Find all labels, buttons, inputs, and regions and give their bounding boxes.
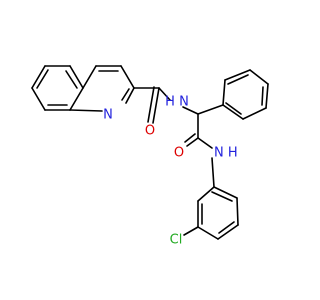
bond: [186, 137, 199, 147]
bond: [249, 69, 269, 85]
bond: [197, 104, 224, 115]
bond: [36, 69, 49, 89]
bonds: [31, 65, 269, 240]
atom-labels: N H N O O N H Cl: [103, 95, 238, 248]
bond: [197, 186, 215, 202]
amide-nitrogen-label: H N: [165, 95, 189, 110]
bond: [217, 224, 239, 240]
bond: [65, 70, 78, 89]
bond: [158, 87, 171, 101]
chlorine-label: Cl: [170, 233, 183, 248]
bond: [182, 106, 199, 115]
bond: [211, 191, 233, 202]
bond: [125, 87, 135, 104]
structure-diagram: N H N O O N H Cl: [31, 65, 269, 248]
bond: [213, 186, 238, 199]
bond: [225, 102, 242, 115]
bond: [218, 221, 235, 234]
bond: [224, 69, 251, 81]
bond: [227, 74, 249, 85]
carbonyl-oxygen-label-2: O: [174, 146, 184, 161]
bond: [265, 83, 269, 109]
bond: [242, 107, 267, 120]
anilide-nitrogen-label: N H: [214, 146, 238, 161]
bond: [31, 65, 46, 89]
bond: [236, 197, 239, 226]
bond: [31, 87, 46, 111]
bond: [222, 104, 244, 120]
bond: [120, 65, 135, 89]
bond: [121, 88, 130, 101]
bond: [147, 86, 155, 123]
bond: [152, 87, 160, 124]
bond: [222, 79, 226, 106]
bond: [183, 226, 199, 236]
bond: [197, 137, 213, 149]
bond: [211, 157, 215, 188]
bond: [69, 109, 103, 112]
bond: [261, 86, 264, 106]
bond: [184, 133, 196, 143]
bond: [82, 65, 97, 89]
bond: [69, 87, 84, 111]
bond: [197, 226, 219, 240]
bond: [69, 65, 84, 89]
quinoline-nitrogen-label: N: [103, 108, 113, 123]
carbonyl-oxygen-label-1: O: [145, 124, 155, 139]
molecule-canvas: N H N O O N H Cl: [31, 65, 269, 248]
